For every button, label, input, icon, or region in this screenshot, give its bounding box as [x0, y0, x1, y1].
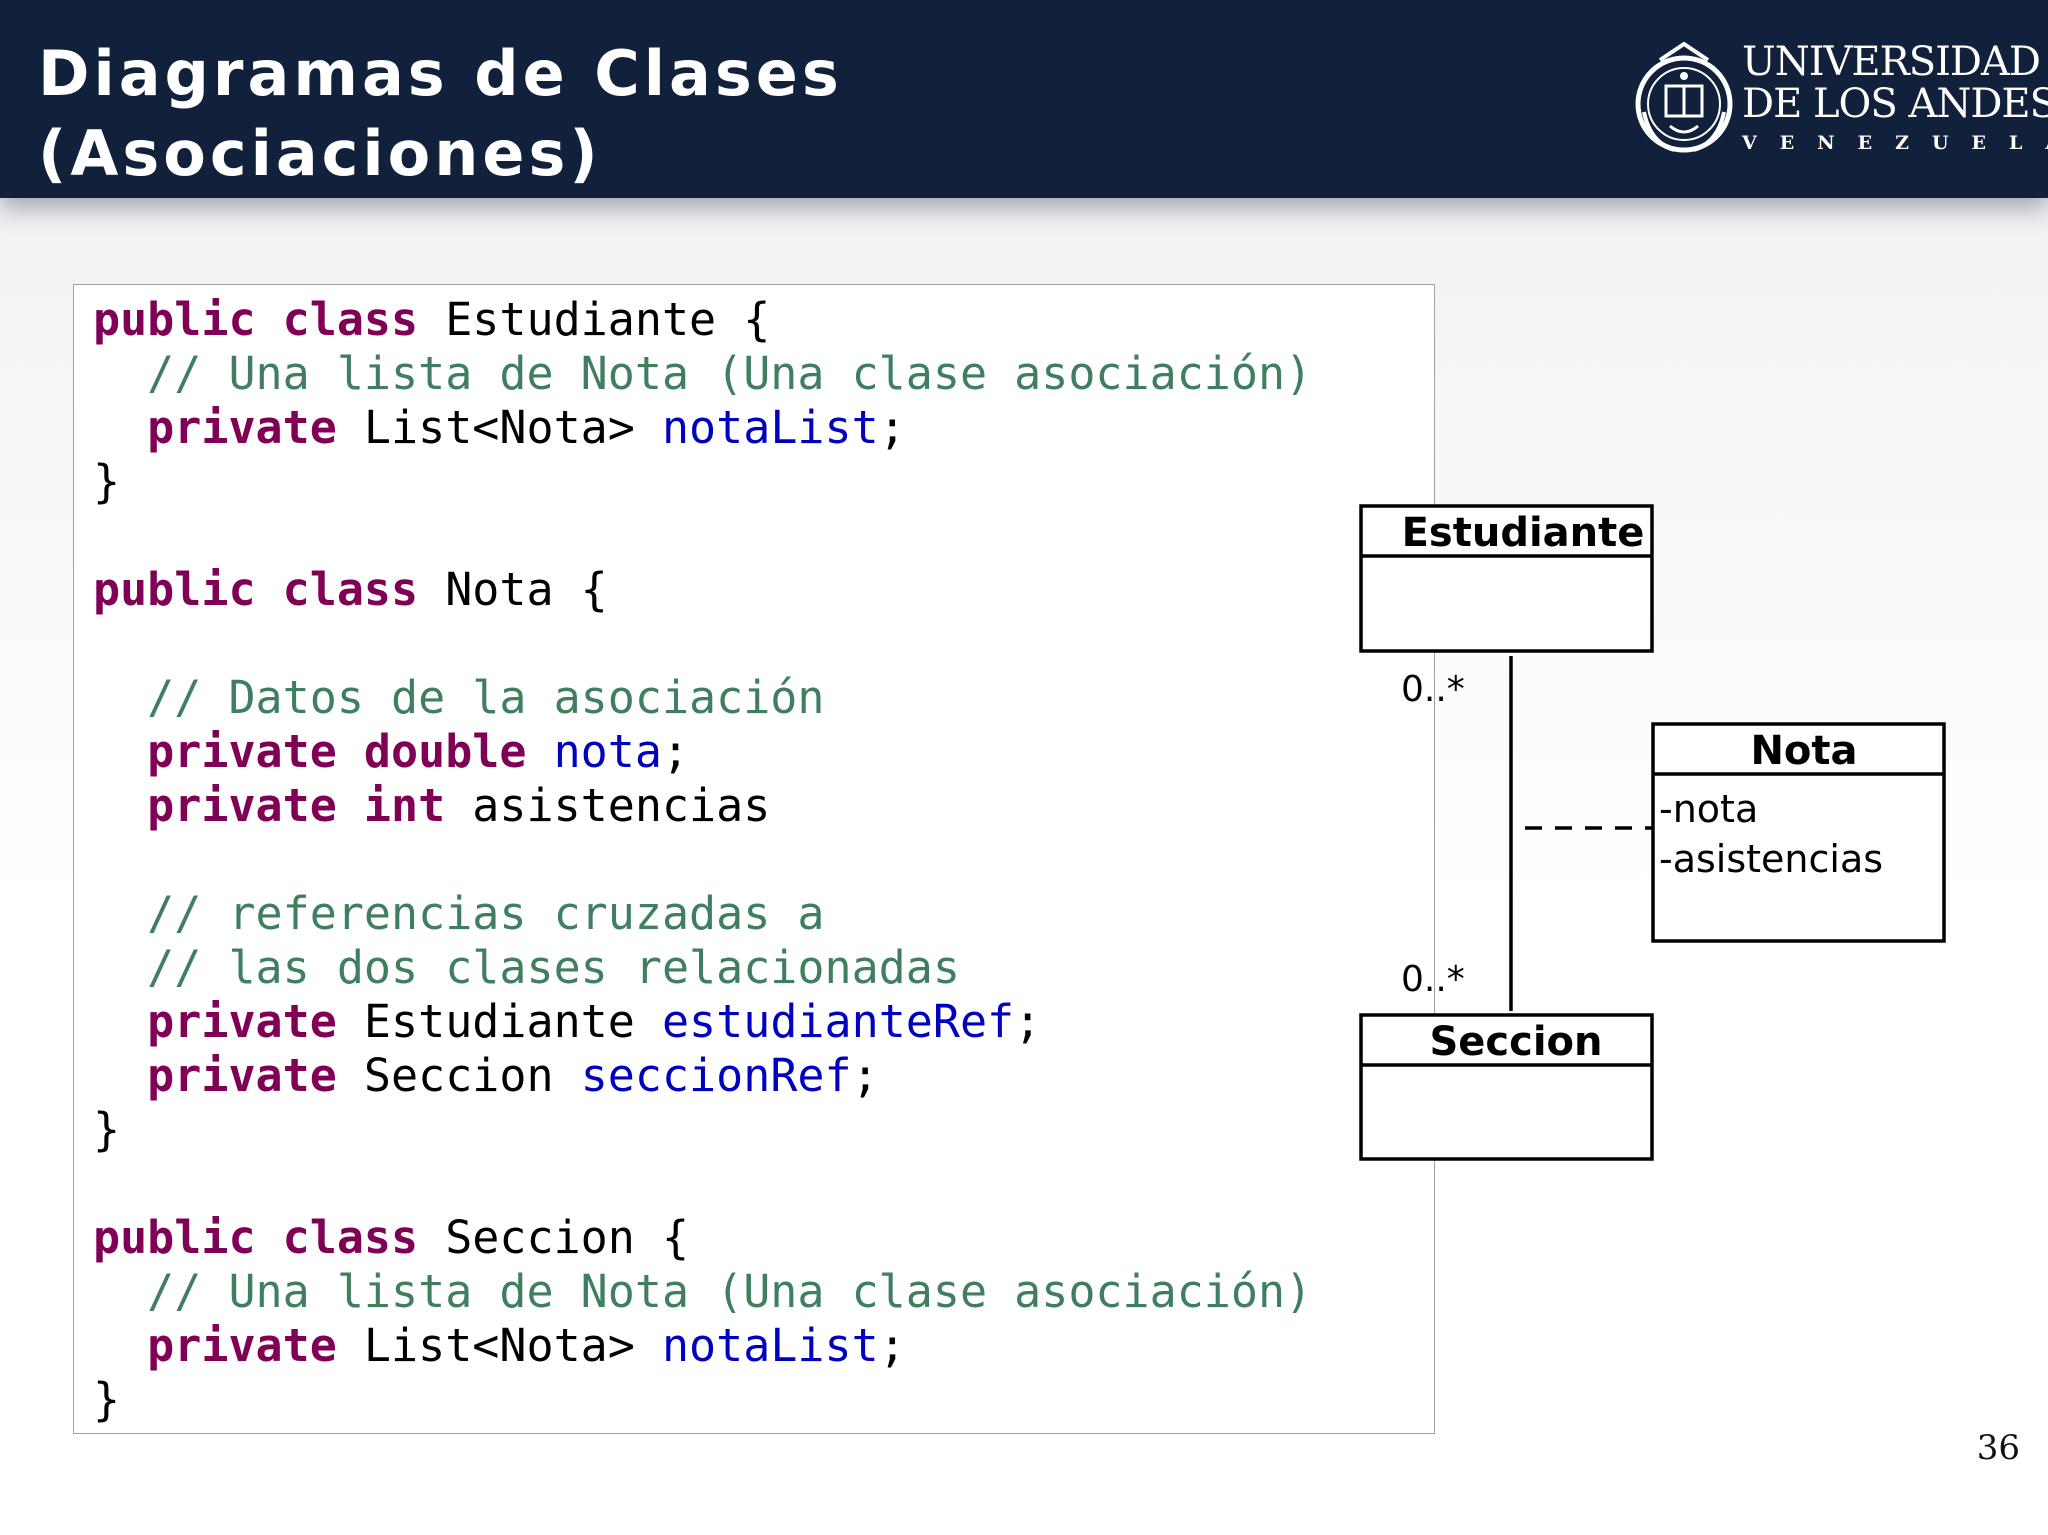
uml-class-name-estudiante: Estudiante	[1402, 510, 1645, 556]
code-token: // Una lista de Nota (Una clase asociaci…	[93, 347, 1313, 400]
code-line: private List<Nota> notaList;	[93, 1319, 1312, 1373]
code-token	[526, 725, 553, 778]
code-token: private	[93, 401, 337, 454]
code-token: Nota {	[418, 563, 608, 616]
code-token: private int	[93, 779, 446, 832]
uml-attribute-nota: -nota	[1659, 787, 1758, 831]
code-line: }	[93, 1103, 1312, 1157]
code-token: }	[93, 1103, 121, 1156]
code-line: public class Nota {	[93, 563, 1312, 617]
code-token: ;	[1014, 995, 1042, 1048]
code-line	[93, 617, 1312, 671]
uml-class-nota: Nota -nota -asistencias	[1651, 722, 1946, 943]
code-line: private List<Nota> notaList;	[93, 401, 1312, 455]
code-token: estudianteRef	[661, 995, 1015, 1048]
code-token: nota	[553, 725, 662, 778]
code-token: List<Nota>	[336, 401, 662, 454]
code-listing: public class Estudiante { // Una lista d…	[73, 284, 1435, 1434]
code-token: // Datos de la asociación	[93, 671, 825, 724]
slide-header: Diagramas de Clases (Asociaciones) UNIVE…	[0, 0, 2048, 198]
code-token: ;	[661, 725, 690, 778]
code-token: public class	[93, 1211, 419, 1264]
code-token: ;	[878, 1319, 906, 1372]
code-token: // Una lista de Nota (Una clase asociaci…	[93, 1265, 1313, 1318]
code-token: ;	[851, 1049, 879, 1102]
code-token: Seccion	[336, 1049, 581, 1102]
code-line: // las dos clases relacionadas	[93, 941, 1312, 995]
uml-class-name-nota: Nota	[1750, 728, 1857, 774]
code-line: private double nota;	[93, 725, 1312, 779]
code-line: private Estudiante estudianteRef;	[93, 995, 1312, 1049]
code-token: seccionRef	[580, 1049, 852, 1102]
code-line: // Una lista de Nota (Una clase asociaci…	[93, 1265, 1312, 1319]
code-token: notaList	[661, 1319, 879, 1372]
code-line: }	[93, 1373, 1312, 1427]
code-token: private double	[93, 725, 527, 778]
code-token: // referencias cruzadas a	[93, 887, 825, 940]
logo-text-line-3: VENEZUELA	[1742, 132, 2048, 154]
uml-attribute-asistencias: -asistencias	[1659, 837, 1883, 881]
code-token: public class	[93, 293, 419, 346]
code-token: List<Nota>	[336, 1319, 662, 1372]
university-logo: UNIVERSIDAD DE LOS ANDES VENEZUELA	[1630, 38, 2048, 163]
logo-text-line-1: UNIVERSIDAD	[1742, 39, 2041, 85]
code-token: Estudiante {	[418, 293, 771, 346]
title-line-1: Diagramas de Clases	[38, 37, 843, 110]
code-token: // las dos clases relacionadas	[93, 941, 960, 994]
code-line: }	[93, 455, 1312, 509]
page-number: 36	[1976, 1428, 2020, 1468]
code-token: Estudiante	[336, 995, 662, 1048]
code-line: public class Estudiante {	[93, 293, 1312, 347]
code-token: }	[93, 1373, 121, 1426]
code-token: Seccion {	[418, 1211, 690, 1264]
code-token: notaList	[661, 401, 879, 454]
code-line	[93, 833, 1312, 887]
code-token: ;	[878, 401, 906, 454]
code-token: asistencias	[445, 779, 771, 832]
title-line-2: (Asociaciones)	[38, 117, 602, 190]
code-token: private	[93, 1319, 337, 1372]
code-line: // referencias cruzadas a	[93, 887, 1312, 941]
university-seal-icon	[1635, 42, 1733, 153]
code-line: private int asistencias	[93, 779, 1312, 833]
code-token: private	[93, 995, 337, 1048]
code-line: // Una lista de Nota (Una clase asociaci…	[93, 347, 1312, 401]
code-token: private	[93, 1049, 337, 1102]
code-line: public class Seccion {	[93, 1211, 1312, 1265]
code-token: public class	[93, 563, 419, 616]
code-text: public class Estudiante { // Una lista d…	[93, 293, 1312, 1427]
slide-title: Diagramas de Clases (Asociaciones)	[38, 34, 843, 194]
code-token: }	[93, 455, 121, 508]
uml-class-name-seccion: Seccion	[1429, 1019, 1602, 1065]
code-line	[93, 1157, 1312, 1211]
code-line: // Datos de la asociación	[93, 671, 1312, 725]
logo-text-line-2: DE LOS ANDES	[1742, 81, 2048, 127]
code-line: private Seccion seccionRef;	[93, 1049, 1312, 1103]
code-line	[93, 509, 1312, 563]
